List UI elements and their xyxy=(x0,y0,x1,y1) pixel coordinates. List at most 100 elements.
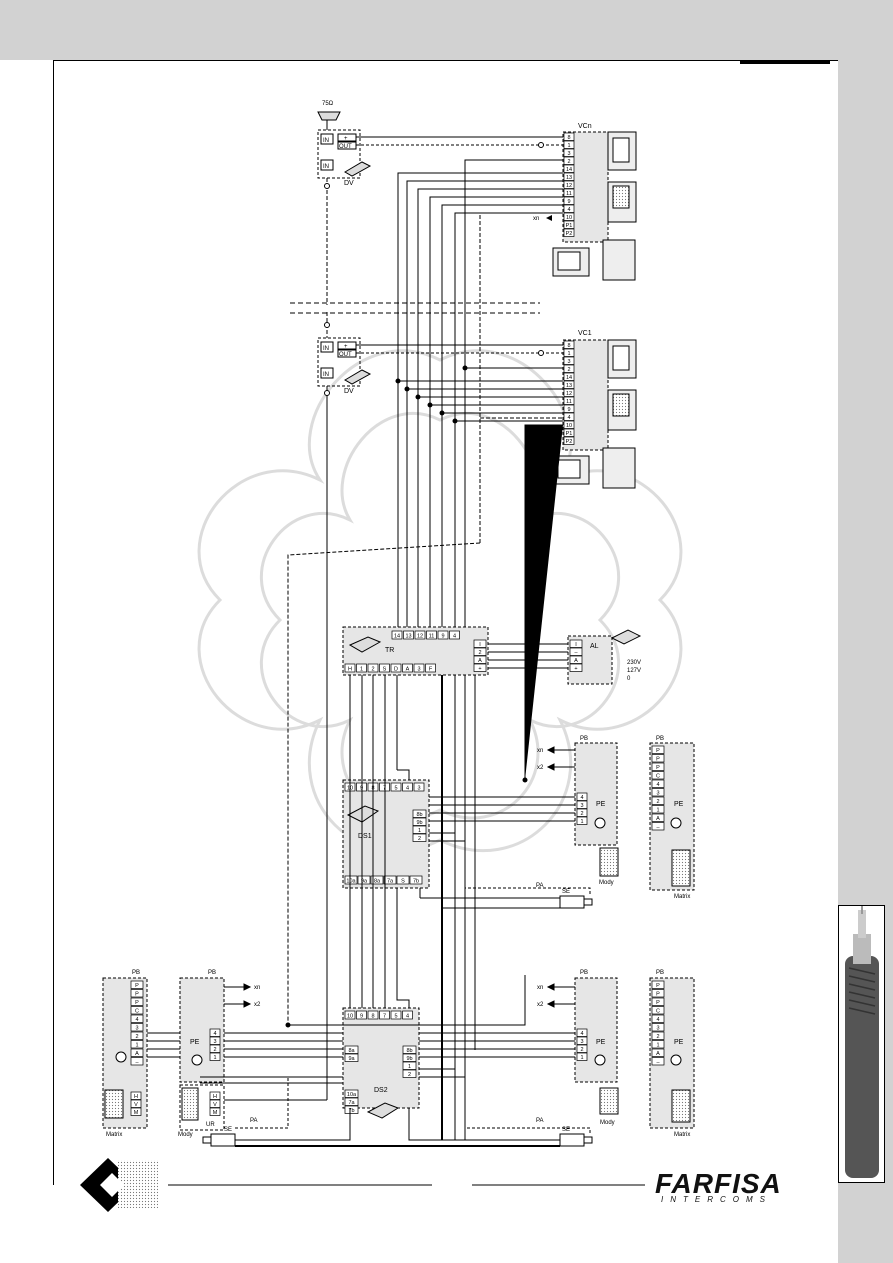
terminal xyxy=(651,762,665,771)
terminal-label: H xyxy=(213,1094,217,1100)
terminal xyxy=(563,388,575,397)
svg-text:PB: PB xyxy=(132,970,140,976)
terminal xyxy=(563,372,575,381)
vc1-label: VC1 xyxy=(578,330,592,337)
terminal-label: 1 xyxy=(135,1043,138,1049)
svg-text:Matrix: Matrix xyxy=(674,1132,690,1138)
svg-text:IN: IN xyxy=(323,346,329,352)
mains-0v: 0 xyxy=(627,676,631,682)
terminal-label: 1 xyxy=(408,1064,411,1070)
terminal-label: 4 xyxy=(406,1014,409,1020)
terminal xyxy=(209,1036,221,1045)
terminal-label: 2 xyxy=(213,1047,216,1053)
brand-name: FARFISA xyxy=(655,1168,782,1199)
terminal-label: 2 xyxy=(567,367,570,373)
terminal xyxy=(576,1052,588,1061)
terminal-label: 8a xyxy=(374,879,381,885)
page-frame xyxy=(53,60,838,1185)
svg-text:SE: SE xyxy=(562,1127,570,1133)
terminal-label: 14 xyxy=(566,375,572,381)
terminal xyxy=(569,639,583,648)
terminal xyxy=(473,647,487,656)
terminal xyxy=(379,663,390,673)
terminal xyxy=(130,1091,142,1100)
svg-text:PB: PB xyxy=(580,970,588,976)
terminal xyxy=(563,164,575,173)
terminal xyxy=(473,639,487,648)
terminal-label: 9 xyxy=(567,199,570,205)
terminal-label: 3 xyxy=(567,151,570,157)
svg-text:xn: xn xyxy=(254,985,260,991)
terminal xyxy=(344,1097,359,1106)
svg-text:PB: PB xyxy=(656,970,664,976)
svg-text:PE: PE xyxy=(190,1039,200,1046)
terminal-label: 13 xyxy=(405,634,411,640)
terminal-label: – xyxy=(656,1060,660,1066)
terminal xyxy=(651,989,665,998)
terminal-label: 10a xyxy=(346,879,356,885)
terminal-label: A xyxy=(656,1051,660,1057)
terminal xyxy=(651,796,665,805)
terminal-label: 1 xyxy=(656,1043,659,1049)
svg-text:SE: SE xyxy=(224,1127,232,1133)
terminal-label: 4 xyxy=(656,782,659,788)
terminal xyxy=(344,1105,359,1114)
svg-text:Mody: Mody xyxy=(599,880,614,886)
terminal xyxy=(412,833,427,842)
terminal xyxy=(563,140,575,149)
terminal xyxy=(651,1048,665,1057)
terminal xyxy=(409,875,423,885)
terminal-label: 3 xyxy=(580,803,583,809)
terminal xyxy=(130,1014,144,1023)
terminal xyxy=(209,1028,221,1037)
svg-text:+: + xyxy=(344,136,348,142)
terminal xyxy=(396,875,410,885)
terminal-label: 4 xyxy=(567,207,570,213)
terminal-label: 8b xyxy=(406,1048,412,1054)
terminal-label: 3 xyxy=(213,1039,216,1045)
terminal-label: 9a xyxy=(361,879,368,885)
terminal-label: 11 xyxy=(566,191,572,197)
terminal-label: P2 xyxy=(566,439,573,445)
floor-separator xyxy=(290,302,540,314)
electric-lock-se-right: PA SE xyxy=(408,1100,593,1147)
terminal xyxy=(563,356,575,365)
terminal xyxy=(209,1052,221,1061)
svg-text:UR: UR xyxy=(206,1122,215,1128)
svg-text:x2: x2 xyxy=(537,765,544,771)
terminal xyxy=(576,808,588,817)
terminal-label: 1 xyxy=(213,1055,216,1061)
svg-text:PB: PB xyxy=(580,736,588,742)
terminal xyxy=(563,436,575,445)
page-tab-marker xyxy=(740,60,830,64)
terminal xyxy=(651,1040,665,1049)
terminal xyxy=(563,420,575,429)
vcn-label: VCn xyxy=(578,123,592,130)
svg-text:OUT: OUT xyxy=(339,352,352,358)
terminal xyxy=(563,364,575,373)
terminal-label: V xyxy=(213,1102,217,1108)
terminal xyxy=(576,816,588,825)
terminal xyxy=(130,1057,144,1066)
terminal-label: F xyxy=(429,667,433,673)
terminal xyxy=(576,1036,588,1045)
svg-text:PA: PA xyxy=(536,1118,544,1124)
terminal-label: P2 xyxy=(566,231,573,237)
al-label: AL xyxy=(590,643,599,650)
terminal-label: 3 xyxy=(580,1039,583,1045)
terminal-label: 2 xyxy=(478,650,481,656)
terminal xyxy=(130,1031,144,1040)
terminal xyxy=(563,404,575,413)
terminal xyxy=(563,172,575,181)
terminal-label: 4 xyxy=(406,786,409,792)
riser-bus xyxy=(287,159,563,1025)
terminal-label: 8a xyxy=(348,1048,355,1054)
svg-text:PB: PB xyxy=(656,736,664,742)
terminal xyxy=(563,348,575,357)
terminal xyxy=(473,663,487,672)
terminal xyxy=(402,1010,413,1020)
